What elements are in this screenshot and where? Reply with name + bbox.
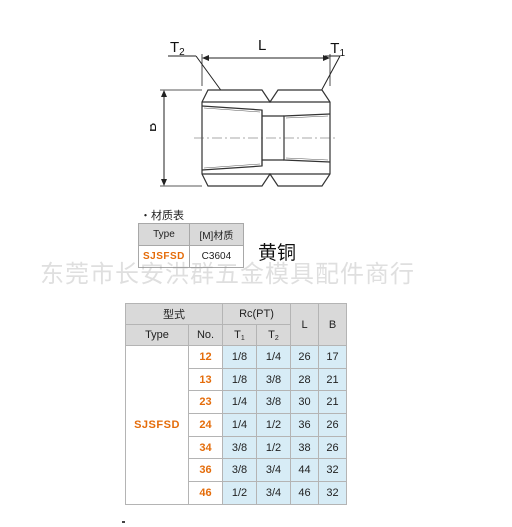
table-row: 23 1/4 3/8 30 21 <box>126 390 347 415</box>
spec-header-rc: Rc(PT) <box>222 303 291 325</box>
fitting-drawing: T2 T1 L B <box>150 37 345 187</box>
row-t2: 3/4 <box>256 458 291 483</box>
row-no: 13 <box>188 367 223 392</box>
thread-t1-label: T1 <box>330 40 345 59</box>
row-l: 38 <box>290 435 319 460</box>
spec-type-code: SJSFSD <box>125 345 189 505</box>
material-table: Type [M]材质 SJSFSD C3604 <box>138 223 244 268</box>
row-t1: 1/2 <box>222 481 257 505</box>
row-b: 26 <box>318 413 347 437</box>
material-name: 黄铜 <box>258 242 297 264</box>
row-t2: 1/2 <box>256 435 291 460</box>
row-t1: 1/4 <box>222 413 257 437</box>
row-b: 32 <box>318 481 347 505</box>
row-l: 30 <box>290 390 319 415</box>
table-row: 34 3/8 1/2 38 26 <box>126 435 347 460</box>
row-t1: 1/4 <box>222 390 257 415</box>
row-b: 32 <box>318 458 347 483</box>
row-b: 17 <box>318 345 347 369</box>
spec-header-b: B <box>318 303 347 346</box>
spec-table: 型式 Rc(PT) L B Type No. T1 T2 SJSFSD 12 1… <box>125 303 347 505</box>
row-b: 26 <box>318 435 347 460</box>
table-row: SJSFSD 12 1/8 1/4 26 17 <box>125 345 347 505</box>
spec-header-t1: T1 <box>222 324 257 346</box>
row-no: 12 <box>188 345 223 369</box>
row-t1: 1/8 <box>222 345 257 369</box>
thread-t2-label: T2 <box>170 39 185 58</box>
corner-mark <box>122 521 125 523</box>
row-l: 36 <box>290 413 319 437</box>
row-b: 21 <box>318 390 347 415</box>
row-l: 44 <box>290 458 319 483</box>
row-t2: 3/4 <box>256 481 291 505</box>
material-header-material: [M]材质 <box>188 223 244 246</box>
spec-header-model: 型式 <box>125 303 223 325</box>
row-t1: 1/8 <box>222 367 257 392</box>
row-t2: 3/8 <box>256 390 291 415</box>
dimension-b-label: B <box>150 123 159 132</box>
row-no: 34 <box>188 435 223 460</box>
row-l: 26 <box>290 345 319 369</box>
table-row: 46 1/2 3/4 46 32 <box>126 481 347 505</box>
material-code: C3604 <box>188 245 244 268</box>
table-row: 36 3/8 3/4 44 32 <box>126 458 347 483</box>
row-t2: 1/4 <box>256 345 291 369</box>
row-t1: 3/8 <box>222 458 257 483</box>
dimension-l-label: L <box>258 37 266 54</box>
spec-header-no: No. <box>188 324 223 346</box>
watermark-text: 东莞市长安洪群五金模具配件商行 <box>40 260 415 288</box>
row-no: 36 <box>188 458 223 483</box>
row-no: 46 <box>188 481 223 505</box>
spec-header-t2: T2 <box>256 324 291 346</box>
row-no: 24 <box>188 413 223 437</box>
row-no: 23 <box>188 390 223 415</box>
material-header-type: Type <box>138 223 190 246</box>
row-l: 46 <box>290 481 319 505</box>
row-t1: 3/8 <box>222 435 257 460</box>
table-row: 24 1/4 1/2 36 26 <box>126 413 347 437</box>
row-t2: 3/8 <box>256 367 291 392</box>
material-section-title: ・材质表 <box>140 210 184 222</box>
spec-header-l: L <box>290 303 319 346</box>
row-t2: 1/2 <box>256 413 291 437</box>
row-b: 21 <box>318 367 347 392</box>
spec-header-type: Type <box>125 324 189 346</box>
row-l: 28 <box>290 367 319 392</box>
